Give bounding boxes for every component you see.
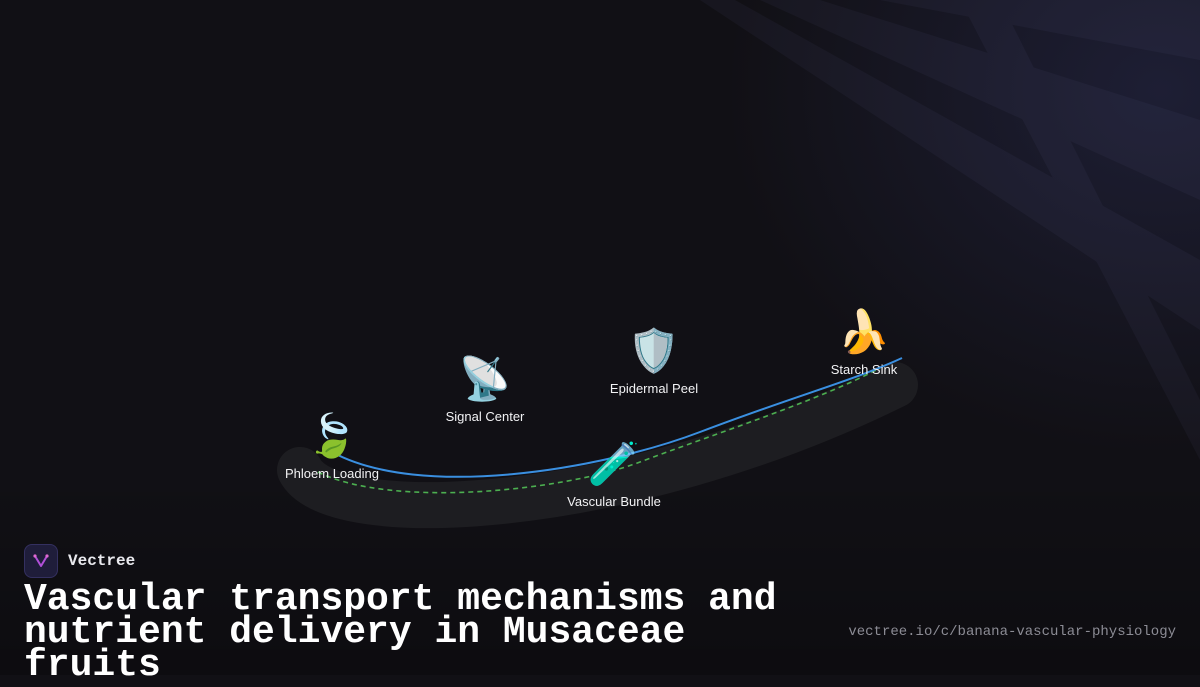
- leaf-icon: 🍃: [305, 411, 359, 460]
- satellite-dish-icon: 📡: [458, 354, 512, 403]
- solid-flow-path: [331, 357, 903, 478]
- node-signal-center[interactable]: 📡 Signal Center: [395, 354, 575, 425]
- node-vascular-bundle[interactable]: 🧪 Vascular Bundle: [524, 439, 704, 510]
- node-label: Signal Center: [445, 409, 525, 424]
- title-line-1: Vascular transport mechanisms and: [24, 578, 777, 621]
- node-label: Phloem Loading: [285, 466, 379, 481]
- vectree-logo-icon: [24, 544, 58, 578]
- dashed-flow-path: [317, 367, 881, 494]
- title-line-2: nutrient delivery in Musaceae fruits: [24, 611, 686, 687]
- node-label: Epidermal Peel: [609, 381, 699, 396]
- brand[interactable]: Vectree: [24, 544, 135, 578]
- source-url[interactable]: vectree.io/c/banana-vascular-physiology: [848, 624, 1176, 640]
- node-label: Starch Sink: [830, 362, 898, 377]
- brand-name: Vectree: [68, 552, 136, 570]
- node-starch-sink[interactable]: 🍌 Starch Sink: [774, 307, 954, 378]
- node-label: Vascular Bundle: [567, 494, 661, 509]
- node-phloem-loading[interactable]: 🍃 Phloem Loading: [242, 411, 422, 482]
- page-title: Vascular transport mechanisms and nutrie…: [24, 581, 844, 685]
- shield-icon: 🛡️: [627, 326, 681, 375]
- node-epidermal-peel[interactable]: 🛡️ Epidermal Peel: [564, 326, 744, 397]
- banana-icon: 🍌: [837, 307, 891, 356]
- test-tube-icon: 🧪: [587, 439, 641, 488]
- path-shadow-band: [277, 362, 918, 529]
